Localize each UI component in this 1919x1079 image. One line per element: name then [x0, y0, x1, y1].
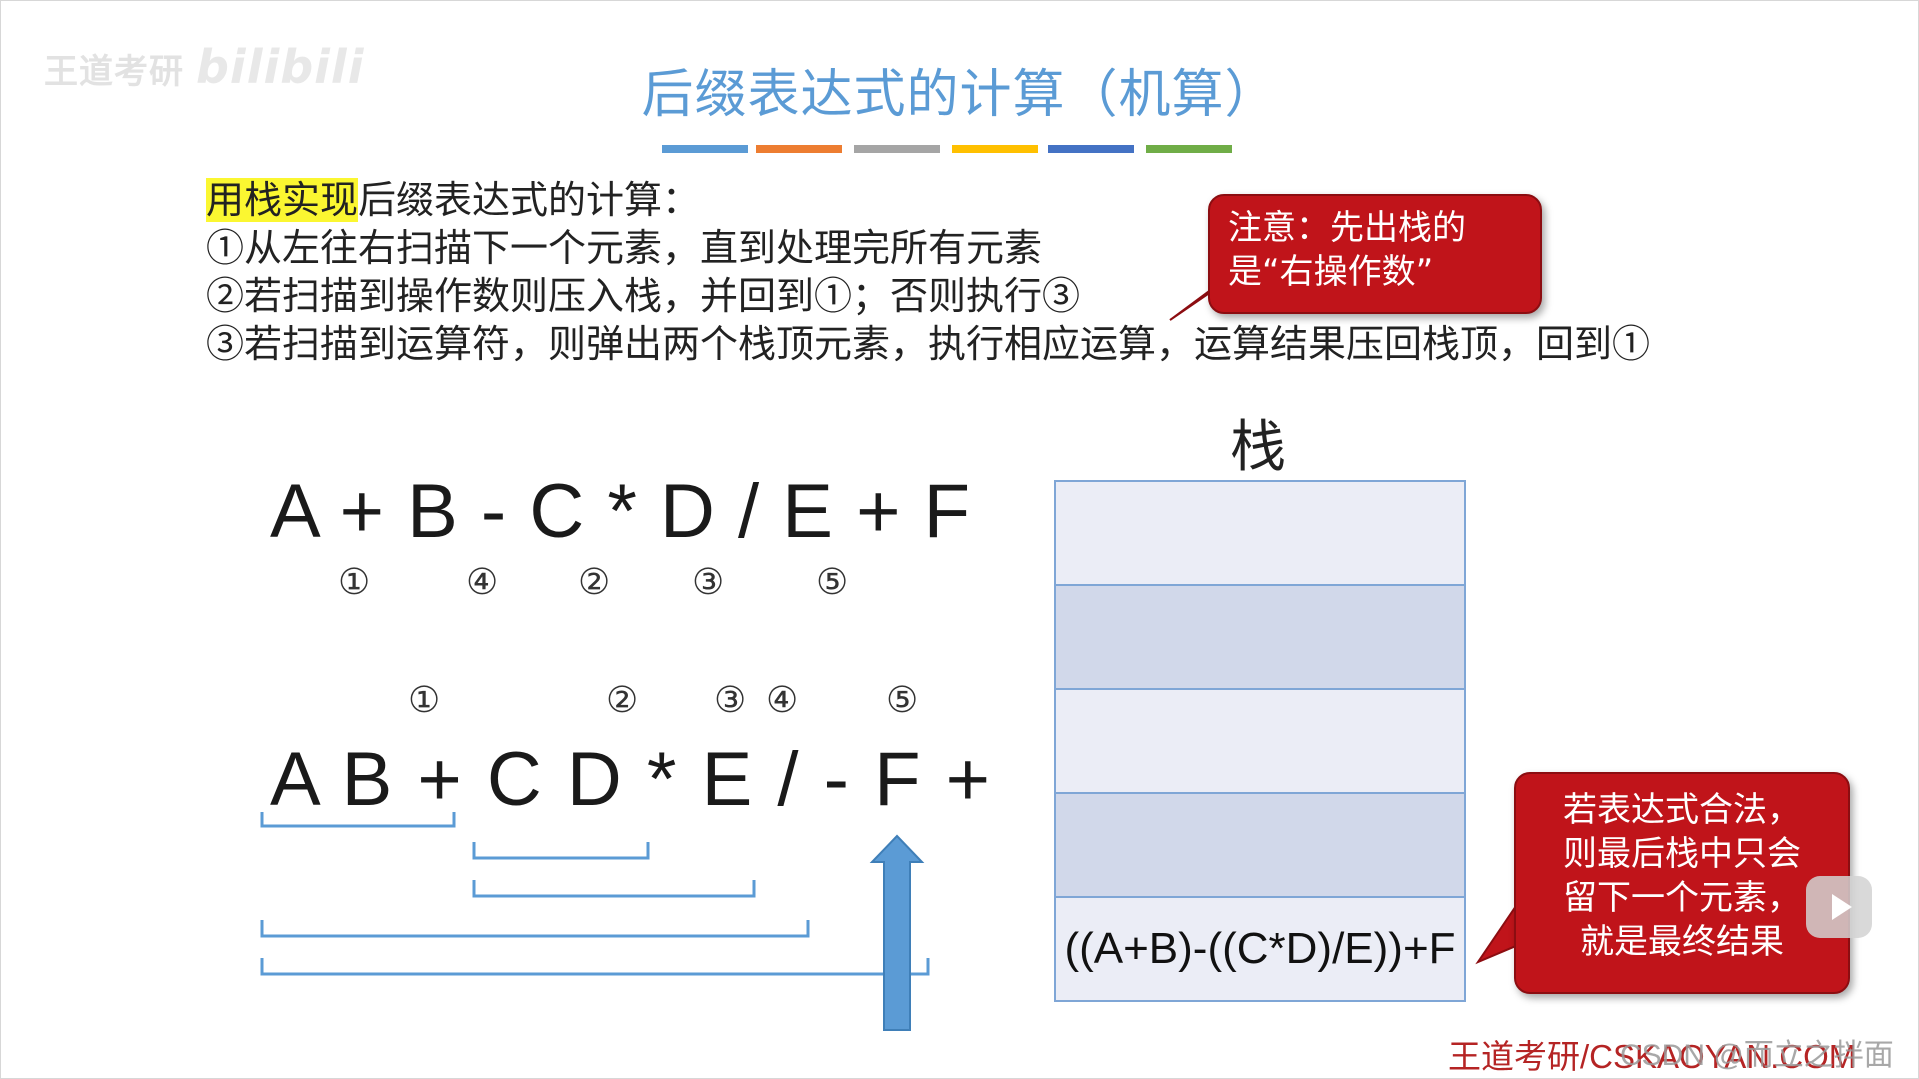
postfix-marker-3: ③ [714, 680, 747, 721]
bracket-cd-mul [472, 842, 650, 860]
note-line-1: 注意：先出栈的 [1228, 208, 1466, 248]
footer-watermark: 王道考研/CSKAOYAN.COM [1448, 1030, 1856, 1078]
stack-slot [1056, 690, 1464, 794]
bilibili-logo: bilibili [196, 40, 365, 94]
result-line-1: 若表达式合法， [1563, 790, 1801, 830]
intro-rest: 后缀表达式的计算： [358, 178, 701, 222]
play-icon[interactable] [1806, 876, 1872, 938]
intro-line: 用栈实现后缀表达式的计算： [206, 176, 1650, 224]
bracket-minus [260, 920, 810, 938]
note-callout: 注意：先出栈的 是“右操作数” [1208, 194, 1542, 314]
postfix-marker-2: ② [606, 680, 639, 721]
stack: ((A+B)-((C*D)/E))+F [1054, 480, 1466, 1002]
infix-marker-5: ⑤ [816, 562, 849, 603]
stack-title: 栈 [1230, 415, 1286, 480]
bracket-cde-div [472, 880, 756, 898]
infix-marker-3: ③ [692, 562, 725, 603]
color-bar-segment [1048, 145, 1134, 153]
bracket-ab-plus [260, 812, 456, 828]
result-callout: 若表达式合法， 则最后栈中只会 留下一个元素， 就是最终结果 [1514, 772, 1850, 994]
postfix-marker-4: ④ [766, 680, 799, 721]
infix-expression: A + B - C * D / E + F [270, 469, 971, 554]
infix-marker-1: ① [338, 562, 371, 603]
infix-marker-4: ④ [466, 562, 499, 603]
step-1: ①从左往右扫描下一个元素，直到处理完所有元素 [206, 226, 1043, 270]
bracket-full [260, 958, 930, 976]
up-arrow-icon [869, 834, 925, 1031]
color-bar-segment [952, 145, 1038, 153]
stack-slot [1056, 794, 1464, 898]
infix-marker-2: ② [578, 562, 611, 603]
highlighted-phrase: 用栈实现 [206, 178, 359, 222]
result-line-2: 则最后栈中只会 [1563, 834, 1801, 874]
step-2: ②若扫描到操作数则压入栈，并回到①；否则执行③ [206, 274, 1081, 318]
color-bar-segment [756, 145, 842, 153]
page-title: 后缀表达式的计算（机算） [641, 65, 1278, 125]
postfix-expression: A B + C D * E / - F + [270, 737, 992, 822]
result-line-4: 就是最终结果 [1580, 922, 1784, 962]
footer-main: 王道考研/CSKAOYAN.COM [1448, 1038, 1857, 1075]
stack-slot [1056, 482, 1464, 586]
postfix-marker-5: ⑤ [886, 680, 919, 721]
algorithm-description: 用栈实现后缀表达式的计算： ①从左往右扫描下一个元素，直到处理完所有元素 ②若扫… [206, 176, 1650, 368]
csdn-watermark: CSDN @而立之拌面 [1620, 1039, 1894, 1072]
postfix-marker-1: ① [408, 680, 441, 721]
stack-slot [1056, 586, 1464, 690]
color-bar-segment [662, 145, 748, 153]
color-bar-segment [854, 145, 940, 153]
watermark-logo: 王道考研 bilibili [44, 40, 364, 94]
stack-bottom-slot: ((A+B)-((C*D)/E))+F [1056, 898, 1464, 1000]
step-3: ③若扫描到运算符，则弹出两个栈顶元素，执行相应运算，运算结果压回栈顶，回到① [206, 322, 1651, 366]
watermark-text: 王道考研 [44, 52, 184, 92]
result-line-3: 留下一个元素， [1563, 878, 1801, 918]
color-bar-segment [1146, 145, 1232, 153]
note-line-2: 是“右操作数” [1228, 252, 1434, 292]
